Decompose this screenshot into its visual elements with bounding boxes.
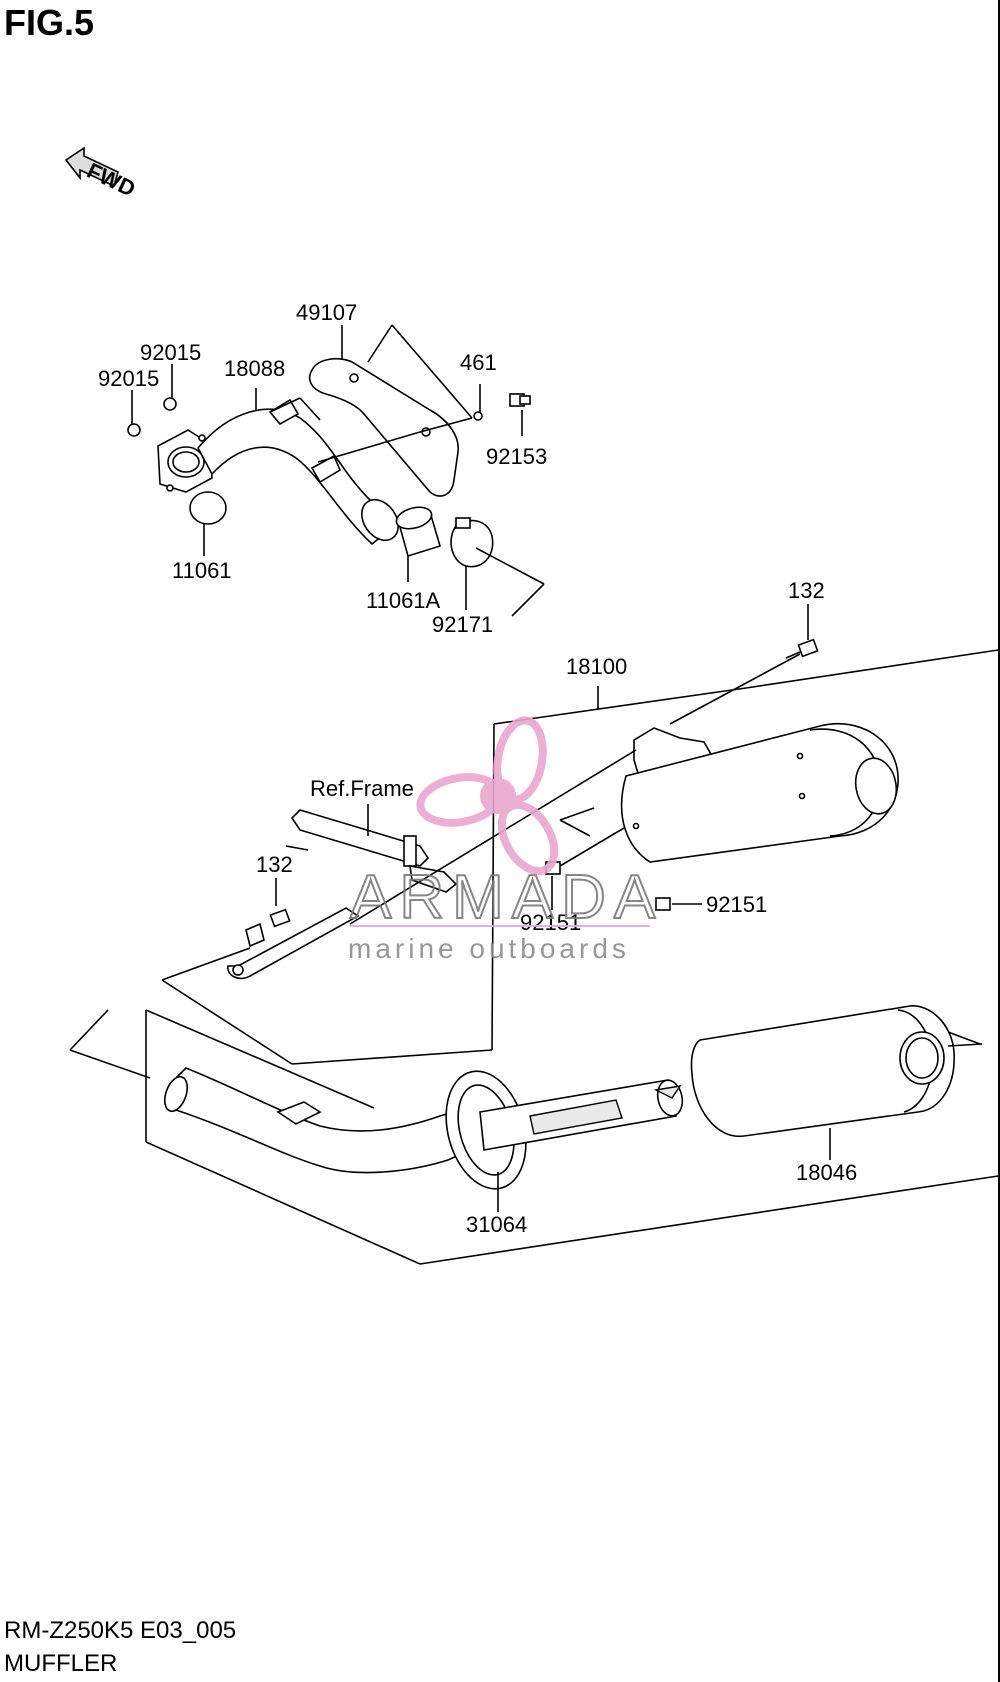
label-ref-frame: Ref.Frame [310, 776, 414, 801]
inner-pipe-31064 [445, 1070, 684, 1190]
label-92151-left: 92151 [520, 910, 581, 935]
label-92015-top: 92015 [140, 340, 201, 365]
page-border [998, 0, 1000, 1682]
leader-lines-lower [69, 1009, 999, 1265]
label-18088: 18088 [224, 356, 285, 381]
propeller-logo-icon [416, 716, 559, 876]
figure-name: MUFFLER [4, 1650, 118, 1677]
label-92151-right: 92151 [706, 892, 767, 917]
label-461: 461 [460, 350, 497, 375]
label-31064: 31064 [466, 1212, 527, 1237]
nut-92015-a [127, 423, 141, 437]
gasket-11061 [189, 491, 227, 525]
leader-lines-upper [131, 324, 545, 617]
watermark-brand: ARMADA [350, 863, 663, 932]
gasket-11061A [395, 506, 441, 558]
silencer-body-18046 [690, 1005, 955, 1138]
fwd-label: FWD [83, 158, 139, 202]
silencer-18100 [620, 722, 899, 863]
connecting-pipe [163, 1067, 471, 1174]
label-18100: 18100 [566, 654, 627, 679]
label-18046: 18046 [796, 1160, 857, 1185]
watermark-tagline: marine outboards [348, 933, 630, 964]
fwd-arrow-icon: FWD [64, 146, 139, 202]
label-92015-left: 92015 [98, 366, 159, 391]
washer-461 [473, 411, 483, 421]
nut-92015-b [163, 397, 177, 411]
label-92153: 92153 [486, 444, 547, 469]
label-49107: 49107 [296, 300, 357, 325]
model-code: RM-Z250K5 E03_005 [4, 1617, 237, 1644]
exhaust-pipe-18088 [157, 398, 399, 546]
bolt-92151-b [655, 897, 671, 911]
label-11061: 11061 [172, 558, 232, 583]
bolt-92153 [509, 393, 531, 407]
heat-shield-49107 [308, 357, 459, 497]
label-132-lower: 132 [256, 852, 293, 877]
label-132-upper: 132 [788, 578, 825, 603]
bolt-132-lower [269, 908, 291, 928]
figure-title: FIG.5 [4, 2, 95, 43]
label-11061A: 11061A [366, 588, 441, 613]
clamp-92171 [450, 517, 494, 568]
ref-frame [227, 809, 458, 980]
leader-lines-middle [161, 604, 999, 1065]
bolt-132-upper [785, 638, 819, 659]
watermark: ARMADA marine outboards [348, 716, 663, 964]
label-92171: 92171 [432, 612, 493, 637]
